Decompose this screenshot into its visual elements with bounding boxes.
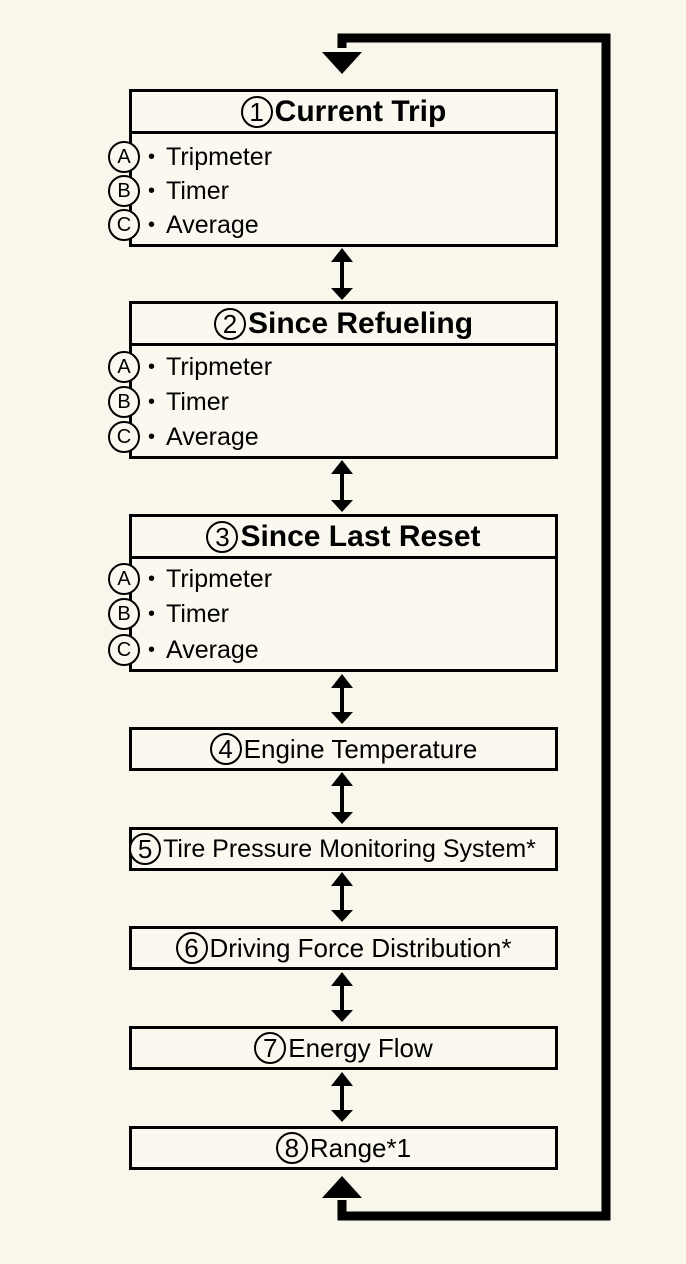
box-label: Tire Pressure Monitoring System* <box>163 834 536 863</box>
item-letter-badge: A <box>108 141 140 173</box>
box-label: Engine Temperature <box>243 734 478 764</box>
item-label: Average <box>166 422 259 451</box>
step-number-badge: 5 <box>129 833 162 865</box>
item-label: Average <box>166 635 259 664</box>
bullet-icon: • <box>148 567 156 590</box>
box-title: Since Refueling <box>247 306 474 340</box>
bullet-icon: • <box>148 355 156 378</box>
double-arrow-2-3 <box>331 460 353 512</box>
step-number-badge: 2 <box>213 307 246 340</box>
item-letter-badge: C <box>108 634 140 666</box>
double-arrow-4-5 <box>331 772 353 824</box>
bullet-icon: • <box>148 179 156 202</box>
bullet-icon: • <box>148 390 156 413</box>
double-arrow-5-6 <box>331 872 353 922</box>
item-label: Average <box>166 210 259 239</box>
item-letter-badge: B <box>108 386 140 418</box>
bullet-icon: • <box>148 638 156 661</box>
item-letter-badge: C <box>108 421 140 453</box>
item-label: Tripmeter <box>166 142 273 171</box>
box-driving-force: 6 Driving Force Distribution* <box>129 926 558 970</box>
bullet-icon: • <box>148 602 156 625</box>
box-engine-temperature: 4 Engine Temperature <box>129 727 558 771</box>
bullet-icon: • <box>148 425 156 448</box>
item-letter-badge: B <box>108 598 140 630</box>
box-header: 2 Since Refueling <box>132 304 555 346</box>
box-title: Since Last Reset <box>240 519 481 553</box>
box-current-trip: 1 Current Trip A • Tripmeter B • Timer C… <box>108 89 558 247</box>
item-letter-badge: A <box>108 563 140 595</box>
loop-arrowhead-top <box>322 52 362 74</box>
box-label: Energy Flow <box>288 1033 433 1063</box>
step-number-badge: 8 <box>275 1132 308 1164</box>
double-arrow-6-7 <box>331 972 353 1022</box>
box-label: Range*1 <box>309 1133 412 1163</box>
box-header: 1 Current Trip <box>132 92 555 134</box>
step-number-badge: 4 <box>209 733 242 765</box>
box-label: Driving Force Distribution* <box>209 933 512 963</box>
loop-arrowhead-bottom <box>322 1176 362 1198</box>
box-tire-pressure: 5 Tire Pressure Monitoring System* <box>129 827 558 871</box>
box-since-last-reset: 3 Since Last Reset A • Tripmeter B • Tim… <box>108 514 558 672</box>
box-title: Current Trip <box>274 94 447 128</box>
box-range: 8 Range*1 <box>129 1126 558 1170</box>
double-arrow-7-8 <box>331 1072 353 1122</box>
item-letter-badge: B <box>108 175 140 207</box>
loop-connector <box>337 33 611 1221</box>
item-letter-badge: C <box>108 209 140 241</box>
item-letter-badge: A <box>108 351 140 383</box>
box-since-refueling: 2 Since Refueling A • Tripmeter B • Time… <box>108 301 558 459</box>
box-energy-flow: 7 Energy Flow <box>129 1026 558 1070</box>
box-header: 3 Since Last Reset <box>132 517 555 559</box>
bullet-icon: • <box>148 145 156 168</box>
item-label: Timer <box>166 387 229 416</box>
double-arrow-3-4 <box>331 674 353 724</box>
item-label: Tripmeter <box>166 352 273 381</box>
bullet-icon: • <box>148 213 156 236</box>
step-number-badge: 1 <box>240 95 273 128</box>
step-number-badge: 7 <box>254 1032 287 1064</box>
item-label: Timer <box>166 599 229 628</box>
step-number-badge: 3 <box>206 520 239 553</box>
item-label: Tripmeter <box>166 564 273 593</box>
step-number-badge: 6 <box>175 932 208 964</box>
double-arrow-1-2 <box>331 248 353 300</box>
item-label: Timer <box>166 176 229 205</box>
